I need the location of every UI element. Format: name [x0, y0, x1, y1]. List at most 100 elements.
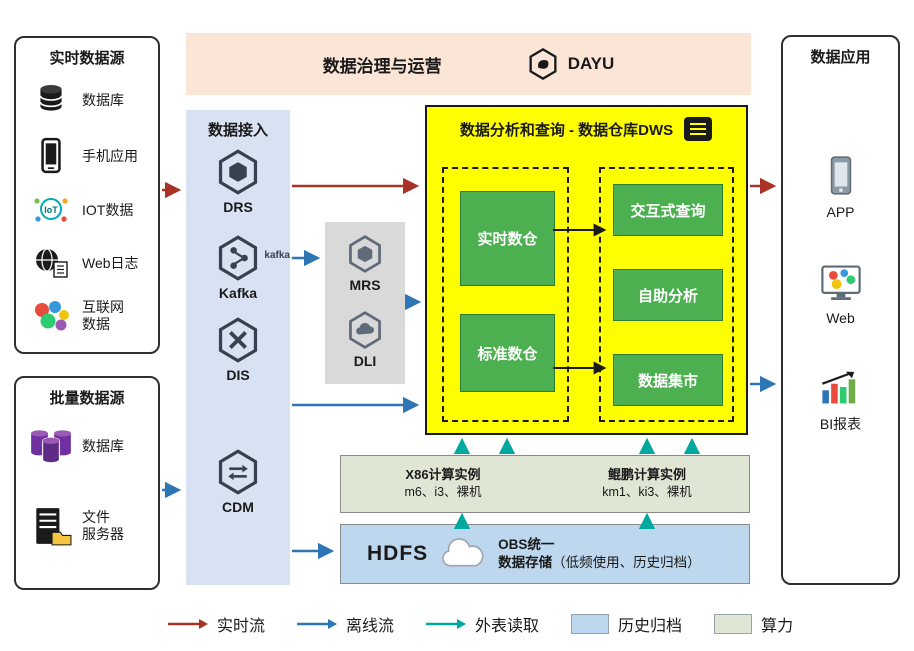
obs-line2: 数据存储 [498, 555, 553, 570]
source-item-label: 手机应用 [82, 147, 138, 164]
x86-compute: X86计算实例 m6、i3、裸机 [341, 456, 545, 512]
standard-warehouse: 标准数仓 [460, 314, 555, 392]
data-mart: 数据集市 [613, 354, 723, 406]
ingestion-title: 数据接入 [207, 122, 268, 139]
applications-title: 数据应用 [810, 49, 871, 66]
obs-cloud-icon [442, 538, 484, 567]
batch-sources-title: 批量数据源 [49, 390, 125, 407]
source-item-label: Web日志 [82, 254, 139, 271]
app-item-label: APP [826, 204, 855, 220]
dayu-logo-text: DAYU [567, 54, 615, 73]
database-icon [28, 82, 74, 118]
service-mrs: MRS [325, 234, 405, 293]
legend-label: 离线流 [346, 618, 395, 635]
applications-box: 数据应用 APP Web BI报表 [781, 35, 900, 585]
source-item-label: 文件 服务器 [82, 509, 124, 542]
source-item-label: 互联网 数据 [82, 299, 124, 332]
dli-hexagon-icon [349, 311, 381, 349]
dws-title: 数据分析和查询 - 数据仓库DWS [459, 121, 674, 139]
governance-title: 数据治理与运营 [322, 56, 442, 76]
obs-storage-label: OBS统一 数据存储（低频使用、历史归档） [498, 536, 701, 571]
storage-strip: HDFS OBS统一 数据存储（低频使用、历史归档） [340, 524, 750, 584]
realtime-warehouse: 实时数仓 [460, 191, 555, 286]
interactive-query: 交互式查询 [613, 184, 723, 236]
document-icon [684, 117, 713, 141]
internet-data-icon [28, 298, 74, 334]
source-item-label: 数据库 [82, 437, 124, 454]
x86-compute-title: X86计算实例 [405, 467, 481, 483]
legend-item-external-read: 外表读取 [426, 612, 539, 636]
governance-banner: 数据治理与运营 DAYU [186, 33, 751, 95]
legend-item-archive: 历史归档 [571, 612, 682, 636]
service-dli: DLI [325, 310, 405, 369]
source-item-file-server: 文件 服务器 [28, 504, 154, 548]
service-cdm: CDM [186, 448, 290, 515]
dis-hexagon-icon [218, 317, 258, 363]
drs-hexagon-icon [218, 149, 258, 195]
realtime-sources-title: 实时数据源 [49, 50, 125, 67]
dws-box: 数据分析和查询 - 数据仓库DWS 实时数仓 标准数仓 交互式查询 自助分析 数… [425, 105, 748, 435]
legend-label: 算力 [761, 618, 794, 635]
source-item-batch-database: 数据库 [28, 424, 154, 468]
service-dis: DIS [186, 316, 290, 383]
svg-text:IoT: IoT [44, 205, 58, 215]
legend-label: 历史归档 [618, 618, 683, 635]
phone-icon [28, 137, 74, 175]
app-item-label: Web [826, 310, 855, 326]
obs-line1: OBS统一 [498, 537, 555, 553]
database-purple-icon [28, 425, 74, 467]
source-item-internet-data: 互联网 数据 [28, 294, 154, 338]
file-server-icon [28, 505, 74, 547]
app-item-label: BI报表 [819, 416, 862, 432]
analysis-group: 交互式查询 自助分析 数据集市 [599, 167, 734, 422]
batch-sources-box: 批量数据源 数据库 文件 服务器 [14, 376, 160, 590]
app-item-bi: BI报表 [783, 367, 898, 434]
warehouse-group: 实时数仓 标准数仓 [442, 167, 569, 422]
legend-item-offline-flow: 离线流 [297, 612, 394, 636]
kafka-hexagon-icon [218, 235, 258, 281]
offline-flow-arrow-icon [297, 619, 338, 629]
source-item-mobile-app: 手机应用 [28, 134, 154, 178]
source-item-web-logs: Web日志 [28, 241, 154, 285]
source-item-iot: IoT IOT数据 [28, 188, 154, 232]
bi-report-icon [821, 371, 855, 404]
dayu-icon [529, 47, 557, 81]
service-label: MRS [349, 277, 381, 293]
source-item-database: 数据库 [28, 78, 154, 122]
hdfs-label: HDFS [367, 542, 429, 565]
compute-strip: X86计算实例 m6、i3、裸机 鲲鹏计算实例 km1、ki3、裸机 [340, 455, 750, 513]
source-item-label: 数据库 [82, 91, 124, 108]
obs-note: （低频使用、历史归档） [552, 555, 701, 570]
x86-compute-specs: m6、i3、裸机 [404, 485, 482, 500]
service-drs: DRS [186, 148, 290, 215]
kafka-logo-text: kafka [264, 250, 290, 261]
web-globe-icon [28, 246, 74, 280]
service-label: Kafka [218, 285, 258, 301]
kunpeng-compute-specs: km1、ki3、裸机 [602, 485, 692, 500]
dayu-logo: DAYU [526, 47, 615, 81]
realtime-sources-box: 实时数据源 数据库 手机应用 IoT IOT数据 Web日志 [14, 36, 160, 354]
legend-label: 实时流 [217, 618, 266, 635]
service-kafka: kafka Kafka [186, 234, 290, 301]
legend: 实时流 离线流 外表读取 历史归档 算力 [168, 612, 793, 636]
archive-swatch [571, 614, 610, 634]
source-item-label: IOT数据 [82, 201, 134, 218]
cdm-hexagon-icon [218, 449, 258, 495]
service-label: DIS [226, 367, 250, 383]
service-label: DRS [223, 199, 253, 215]
realtime-flow-arrow-icon [168, 619, 208, 629]
legend-item-compute: 算力 [714, 612, 793, 636]
processing-box: MRS DLI [325, 222, 405, 384]
external-read-arrow-icon [426, 619, 467, 629]
app-item-web: Web [783, 263, 898, 326]
ingestion-box: 数据接入 DRS kafka Kafka DIS CDM [186, 110, 290, 585]
legend-item-realtime-flow: 实时流 [168, 612, 265, 636]
self-service-analysis: 自助分析 [613, 269, 723, 321]
legend-label: 外表读取 [475, 618, 540, 635]
kunpeng-compute: 鲲鹏计算实例 km1、ki3、裸机 [545, 456, 749, 512]
compute-swatch [714, 614, 753, 634]
mrs-hexagon-icon [349, 235, 381, 273]
service-label: DLI [353, 353, 377, 369]
kunpeng-compute-title: 鲲鹏计算实例 [607, 467, 686, 483]
